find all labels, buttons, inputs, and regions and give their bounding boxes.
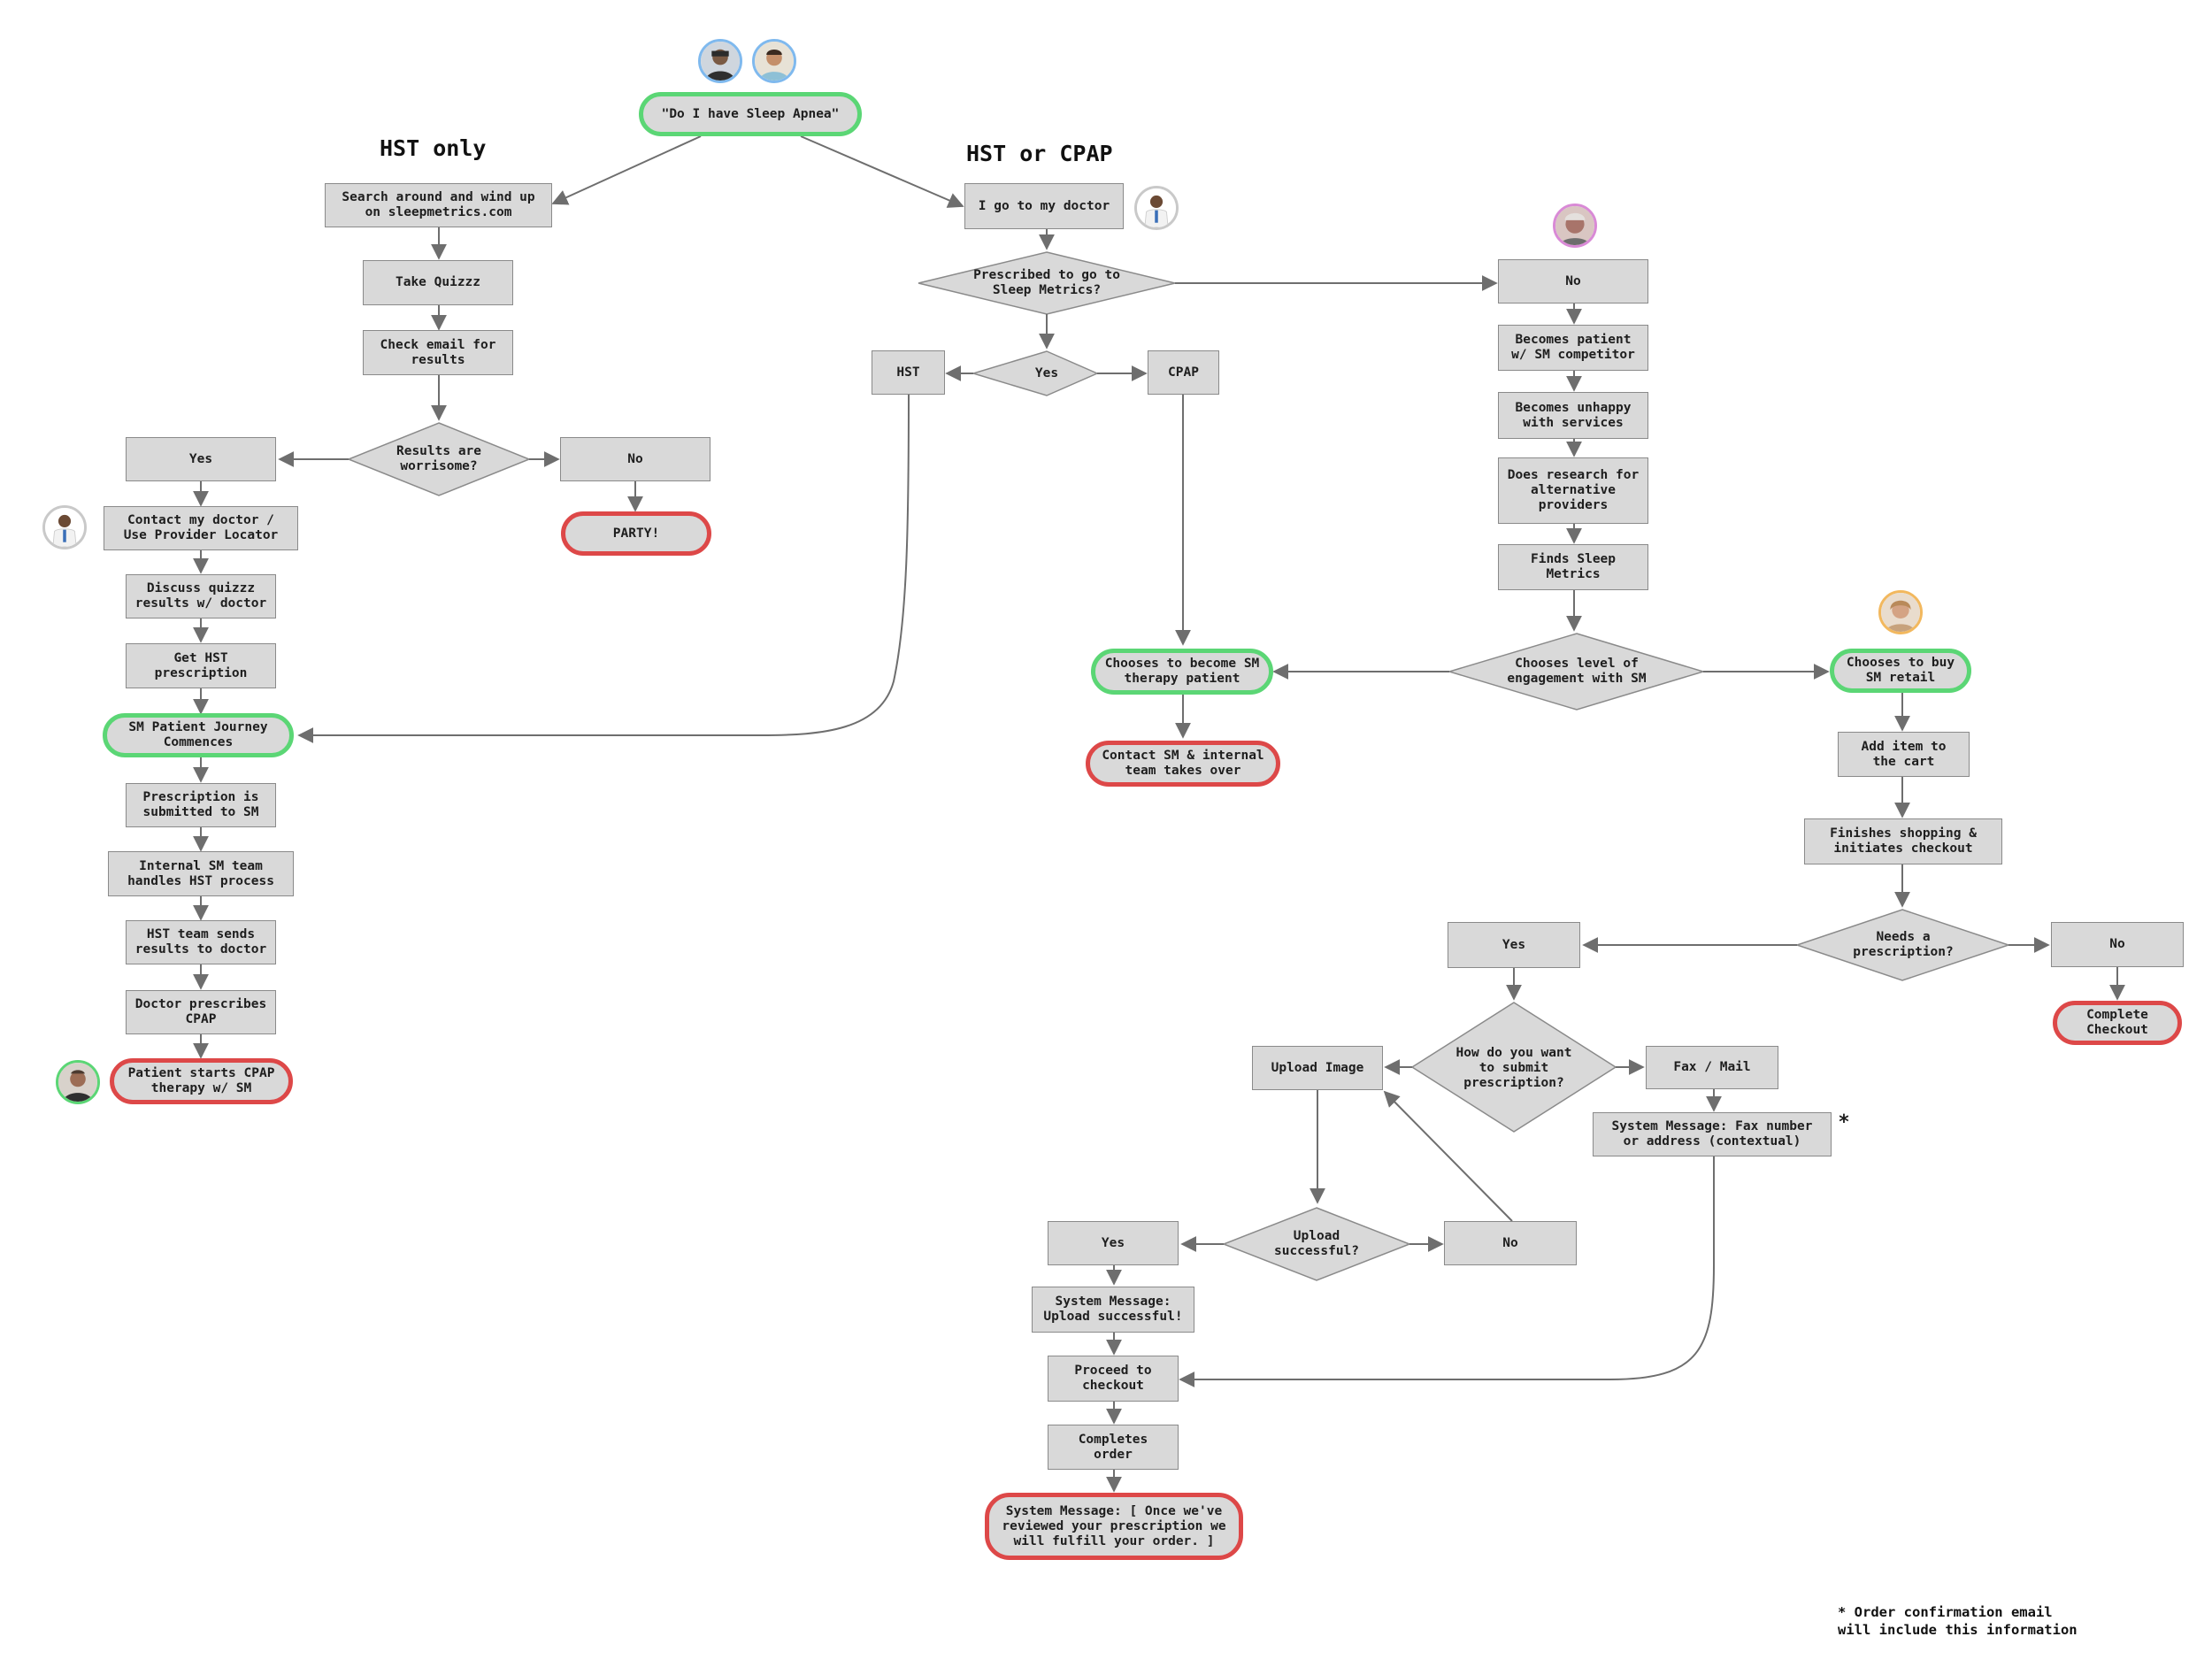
hst-sends-node: HST team sends results to doctor <box>126 920 276 964</box>
needs-prescription-decision: Needs a prescription? <box>1853 930 1954 959</box>
fax-mail-node: Fax / Mail <box>1646 1046 1778 1089</box>
unhappy-node: Becomes unhappy with services <box>1498 392 1648 439</box>
contact-doctor-node: Contact my doctor / Use Provider Locator <box>104 506 298 550</box>
rx-submitted-node: Prescription is submitted to SM <box>126 783 276 827</box>
system-message-final-node: System Message: [ Once we've reviewed yo… <box>985 1493 1243 1560</box>
patient-avatar-icon <box>1553 204 1597 248</box>
discuss-results-node: Discuss quizzz results w/ doctor <box>126 574 276 619</box>
proceed-checkout-node: Proceed to checkout <box>1048 1356 1179 1402</box>
journey-commences-node: SM Patient Journey Commences <box>103 713 294 757</box>
doctor-avatar-icon <box>1134 186 1179 230</box>
check-email-node: Check email for results <box>363 330 513 375</box>
doctor-avatar-icon <box>42 505 87 549</box>
diamond-level <box>1447 633 1706 711</box>
engagement-level-decision: Chooses level of engagement with SM <box>1507 657 1647 686</box>
needs-rx-yes-node: Yes <box>1448 922 1580 968</box>
diamond-needs-rx <box>1794 909 2011 981</box>
get-hst-node: Get HST prescription <box>126 643 276 688</box>
diamond-worrisome <box>346 422 532 496</box>
diamond-how-submit <box>1410 1002 1617 1133</box>
patient-avatar-icon <box>698 39 742 83</box>
contact-sm-node: Contact SM & internal team takes over <box>1086 741 1280 787</box>
heading-hst-only: HST only <box>380 135 487 161</box>
patient-avatar-icon <box>1878 590 1923 634</box>
upload-image-node: Upload Image <box>1252 1046 1383 1090</box>
upload-yes-node: Yes <box>1048 1221 1179 1265</box>
party-node: PARTY! <box>561 511 711 556</box>
asterisk-mark: * <box>1838 1110 1850 1133</box>
complete-checkout-node: Complete Checkout <box>2053 1001 2182 1045</box>
doctor-prescribes-node: Doctor prescribes CPAP <box>126 990 276 1034</box>
take-quiz-node: Take Quizzz <box>363 260 513 305</box>
internal-team-node: Internal SM team handles HST process <box>108 851 294 896</box>
needs-rx-no-node: No <box>2051 922 2184 967</box>
upload-no-node: No <box>1444 1221 1577 1265</box>
search-node: Search around and wind up on sleepmetric… <box>325 183 552 227</box>
heading-hst-or-cpap: HST or CPAP <box>966 141 1113 166</box>
starts-cpap-node: Patient starts CPAP therapy w/ SM <box>110 1058 293 1104</box>
research-node: Does research for alternative providers <box>1498 457 1648 524</box>
system-message-fax-node: System Message: Fax number or address (c… <box>1593 1112 1832 1156</box>
how-submit-decision: How do you want to submit prescription? <box>1455 1045 1572 1090</box>
patient-avatar-icon <box>752 39 796 83</box>
add-to-cart-node: Add item to the cart <box>1838 732 1970 777</box>
footnote: * Order confirmation email will include … <box>1838 1604 2078 1638</box>
finishes-shopping-node: Finishes shopping & initiates checkout <box>1804 818 2002 864</box>
start-node: "Do I have Sleep Apnea" <box>639 92 862 136</box>
diamond-upload-ok <box>1221 1207 1412 1281</box>
cpap-node: CPAP <box>1148 350 1219 395</box>
prescribed-no-node: No <box>1498 259 1648 303</box>
finds-sleep-metrics-node: Finds Sleep Metrics <box>1498 544 1648 590</box>
system-message-upload-node: System Message: Upload successful! <box>1032 1287 1194 1333</box>
competitor-node: Becomes patient w/ SM competitor <box>1498 325 1648 371</box>
patient-avatar-icon <box>56 1060 100 1104</box>
hst-node: HST <box>872 350 945 395</box>
worrisome-yes-node: Yes <box>126 437 276 481</box>
diamond-pres-yes <box>971 350 1099 396</box>
worrisome-no-node: No <box>560 437 710 481</box>
therapy-patient-node: Chooses to become SM therapy patient <box>1091 649 1273 695</box>
results-worrisome-decision: Results are worrisome? <box>396 444 482 473</box>
go-to-doctor-node: I go to my doctor <box>964 183 1124 229</box>
prescribed-yes-decision: Yes <box>1034 365 1059 380</box>
completes-order-node: Completes order <box>1048 1425 1179 1470</box>
sm-retail-node: Chooses to buy SM retail <box>1830 649 1971 693</box>
upload-successful-decision: Upload successful? <box>1273 1229 1360 1258</box>
prescribed-decision: Prescribed to go to Sleep Metrics? <box>973 268 1120 297</box>
